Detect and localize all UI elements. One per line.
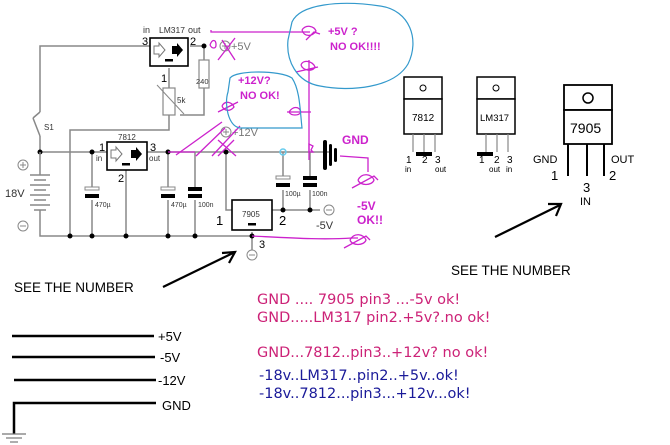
cap-470u-in-label: 470µ: [95, 202, 111, 209]
cap-100n-12v-label: 100n: [198, 202, 214, 209]
battery-18v: 18V: [5, 152, 50, 232]
u7905-label: 7905: [242, 210, 260, 219]
u7905-regulator: 7905 1 2 3: [216, 199, 286, 261]
legend-minus5v: -5V: [160, 350, 181, 365]
pinout-lm317-label: LM317: [480, 113, 509, 124]
legend-gnd: GND: [162, 398, 191, 413]
svg-text:out: out: [435, 165, 447, 174]
cap-100n-neg-label: 100n: [312, 191, 328, 198]
caption-see-number-left: SEE THE NUMBER: [14, 280, 134, 295]
cap-470u-out-label: 470µ: [171, 202, 187, 209]
annot-plus12-title: +12V?: [238, 75, 271, 87]
minus5v-label: -5V: [316, 220, 334, 232]
cap-470u-in: [84, 186, 100, 198]
lm317-pin1: 1: [161, 73, 167, 85]
u7812-pin3: 3: [150, 142, 156, 154]
u7812-label: 7812: [118, 133, 136, 142]
pot-5k-label: 5k: [177, 96, 186, 105]
svg-text:3: 3: [583, 180, 590, 195]
pinout-7812: 7812 1 2 3 in out: [403, 76, 447, 174]
pinout-7905-label: 7905: [570, 120, 601, 136]
svg-text:2: 2: [422, 155, 428, 166]
u7905-pin3: 3: [259, 239, 265, 251]
battery-label: 18V: [5, 188, 25, 200]
svg-text:2: 2: [494, 155, 500, 166]
u7812-in-label: in: [96, 154, 102, 163]
minus5v-terminal: -5V: [316, 204, 335, 232]
pinout-lm317: LM317 1 2 3 out in: [476, 76, 516, 174]
note-line-1: GND .... 7905 pin3 ...-5v ok!: [257, 292, 461, 308]
u7905-pin2: 2: [279, 213, 286, 228]
annot-gnd: GND: [342, 133, 369, 147]
arrows: [162, 202, 563, 288]
svg-text:in: in: [506, 165, 512, 174]
svg-text:OUT: OUT: [611, 154, 635, 166]
note-line-2: GND.....LM317 pin2.+5v?.no ok!: [257, 310, 491, 326]
ground-symbol: [323, 140, 337, 170]
cyan-highlights: [225, 2, 414, 129]
cap-100n-12v: [188, 187, 202, 198]
junctions: [37, 43, 313, 239]
annot-plus12-status: NO OK!: [240, 90, 280, 102]
svg-text:GND: GND: [533, 154, 558, 166]
resistor-240: 240: [196, 59, 210, 89]
cap-100u-neg: [275, 175, 291, 187]
potentiometer-5k: 5k: [156, 84, 186, 116]
switch-s1: S1: [32, 111, 54, 137]
lm317-label: LM317: [159, 25, 185, 35]
arrow-right-head-icon: [548, 202, 563, 217]
svg-text:1: 1: [551, 168, 558, 183]
note-line-5: -18v..7812...pin3...+12v...ok!: [259, 386, 471, 402]
svg-text:3: 3: [435, 155, 441, 166]
u7812-out-label: out: [149, 154, 161, 163]
note-line-4: -18v..LM317..pin2..+5v..ok!: [259, 368, 459, 384]
plus12v-label: +12V: [232, 127, 259, 139]
annot-minus5-status: OK!!: [357, 213, 383, 227]
svg-text:IN: IN: [580, 196, 591, 208]
arrow-left-head-icon: [221, 250, 237, 264]
plus5v-label: +5V: [231, 41, 252, 53]
svg-text:1: 1: [479, 155, 485, 166]
annot-minus5-title: -5V: [357, 199, 376, 213]
legend-plus5v: +5V: [158, 329, 182, 344]
annot-plus5-status: NO OK!!!!: [330, 41, 381, 53]
pinout-7905: 7905 GND 1 3 IN OUT 2: [533, 84, 635, 208]
annot-plus5-title: +5V ?: [328, 26, 358, 38]
lm317-pin3: 3: [142, 36, 148, 48]
pinout-7812-label: 7812: [412, 113, 435, 124]
lm317-out-label: out: [188, 25, 201, 35]
svg-text:1: 1: [406, 155, 412, 166]
earth-ground-icon: [2, 433, 26, 443]
u7812-pin1: 1: [99, 142, 105, 154]
annotation-texts: +5V ? NO OK!!!! +12V? NO OK! GND -5V OK!…: [238, 26, 383, 227]
u7812-regulator: 7812 1 in 3 out 2: [96, 133, 161, 185]
plus12v-terminal: +12V: [220, 126, 259, 139]
probe-point: [279, 148, 287, 156]
arrow-left-icon: [162, 252, 234, 288]
capacitors: 470µ 470µ 100n 100µ 100n: [84, 175, 328, 209]
resistor-240-label: 240: [196, 77, 209, 86]
cap-100u-neg-label: 100µ: [285, 191, 301, 198]
cap-100n-neg: [303, 176, 317, 187]
rail-legend: +5V -5V -12V GND: [2, 329, 191, 443]
svg-text:out: out: [489, 165, 501, 174]
u7812-pin2: 2: [118, 173, 124, 185]
cap-470u-out: [160, 186, 176, 198]
legend-minus12v: -12V: [158, 373, 186, 388]
lm317-in-label: in: [143, 25, 150, 35]
svg-text:3: 3: [507, 155, 513, 166]
lm317-pin2: 2: [190, 36, 196, 48]
switch-s1-label: S1: [44, 123, 54, 132]
lm317-regulator: LM317 in out 3 2 1: [142, 25, 201, 85]
u7905-pin1: 1: [216, 213, 223, 228]
note-line-3: GND...7812..pin3..+12v? no ok!: [257, 345, 489, 361]
svg-text:in: in: [405, 165, 411, 174]
caption-see-number-right: SEE THE NUMBER: [451, 263, 571, 278]
arrow-right-icon: [494, 204, 561, 238]
svg-text:2: 2: [609, 168, 616, 183]
